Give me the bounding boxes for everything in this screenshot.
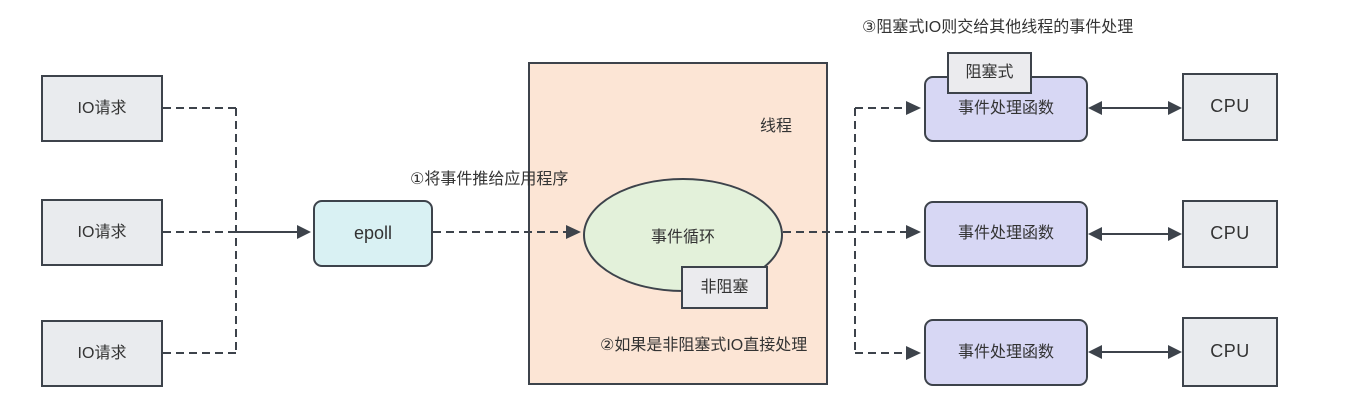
arrowhead-handler1-left xyxy=(1088,101,1102,115)
arrowhead-cpu3-right xyxy=(1168,345,1182,359)
thread-label: 线程 xyxy=(759,118,792,135)
io-request-box-3: IO请求 xyxy=(41,320,163,387)
io-request-box-1: IO请求 xyxy=(41,75,163,142)
arrowhead-cpu1-right xyxy=(1168,101,1182,115)
cpu-box-1: CPU xyxy=(1182,73,1278,141)
arrowhead-cpu2-right xyxy=(1168,227,1182,241)
non-blocking-tag: 非阻塞 xyxy=(681,266,768,309)
arrowhead-handler2-left xyxy=(1088,227,1102,241)
epoll-box: epoll xyxy=(313,200,433,267)
cpu-box-2: CPU xyxy=(1182,200,1278,268)
arrowhead-handler1 xyxy=(906,101,921,115)
annotation-step2: ②如果是非阻塞式IO直接处理 xyxy=(600,337,808,354)
arrowhead-handler3 xyxy=(906,346,921,360)
cpu-box-3: CPU xyxy=(1182,317,1278,387)
event-handler-box-2: 事件处理函数 xyxy=(924,201,1088,267)
annotation-step1: ①将事件推给应用程序 xyxy=(410,171,569,188)
event-handler-box-3: 事件处理函数 xyxy=(924,319,1088,386)
io-request-box-2: IO请求 xyxy=(41,199,163,266)
blocking-tag: 阻塞式 xyxy=(947,52,1032,94)
arrowhead-handler3-left xyxy=(1088,345,1102,359)
arrowhead-handler2 xyxy=(906,225,921,239)
arrowhead-epoll xyxy=(297,225,311,239)
annotation-step3: ③阻塞式IO则交给其他线程的事件处理 xyxy=(862,19,1134,36)
